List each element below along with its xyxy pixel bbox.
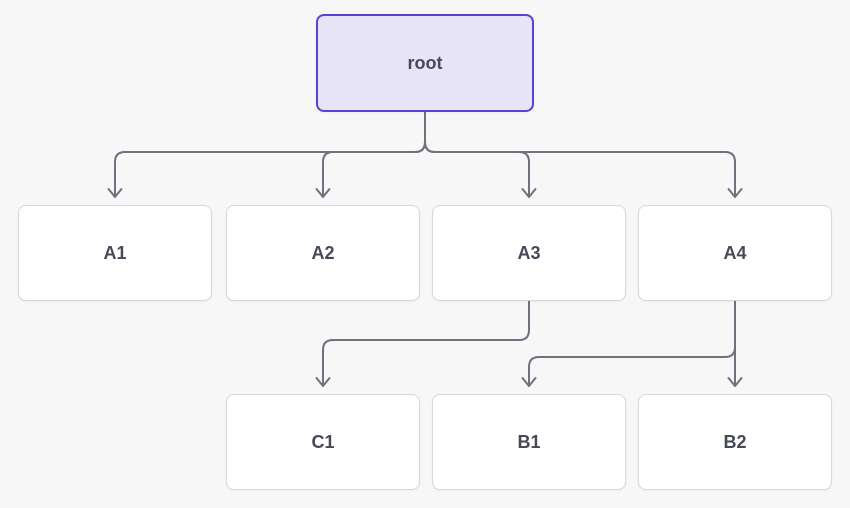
node-b2-label: B2 [723,431,747,452]
edge-A4-B1 [528,300,736,386]
arrowhead-A4-B2 [727,377,743,387]
node-root[interactable]: root [316,14,534,112]
edge-root-A2 [322,111,426,197]
node-a3-label: A3 [517,242,541,263]
edge-root-A4 [424,111,736,197]
node-a4[interactable]: A4 [638,205,832,301]
node-a4-label: A4 [723,242,747,263]
node-a1[interactable]: A1 [18,205,212,301]
node-c1-label: C1 [311,431,335,452]
arrowhead-root-A4 [727,188,743,198]
node-root-label: root [407,52,443,73]
arrowhead-root-A2 [315,188,331,198]
arrowhead-A3-C1 [315,377,331,387]
node-b1-label: B1 [517,431,541,452]
node-a2-label: A2 [311,242,335,263]
node-b2[interactable]: B2 [638,394,832,490]
node-c1[interactable]: C1 [226,394,420,490]
arrowhead-root-A1 [107,188,123,198]
edge-root-A1 [114,111,426,197]
node-a2[interactable]: A2 [226,205,420,301]
node-b1[interactable]: B1 [432,394,626,490]
arrowhead-root-A3 [521,188,537,198]
node-a1-label: A1 [103,242,127,263]
edge-root-A3 [424,111,530,197]
arrowhead-A4-B1 [521,377,537,387]
edge-A3-C1 [322,300,530,386]
node-a3[interactable]: A3 [432,205,626,301]
